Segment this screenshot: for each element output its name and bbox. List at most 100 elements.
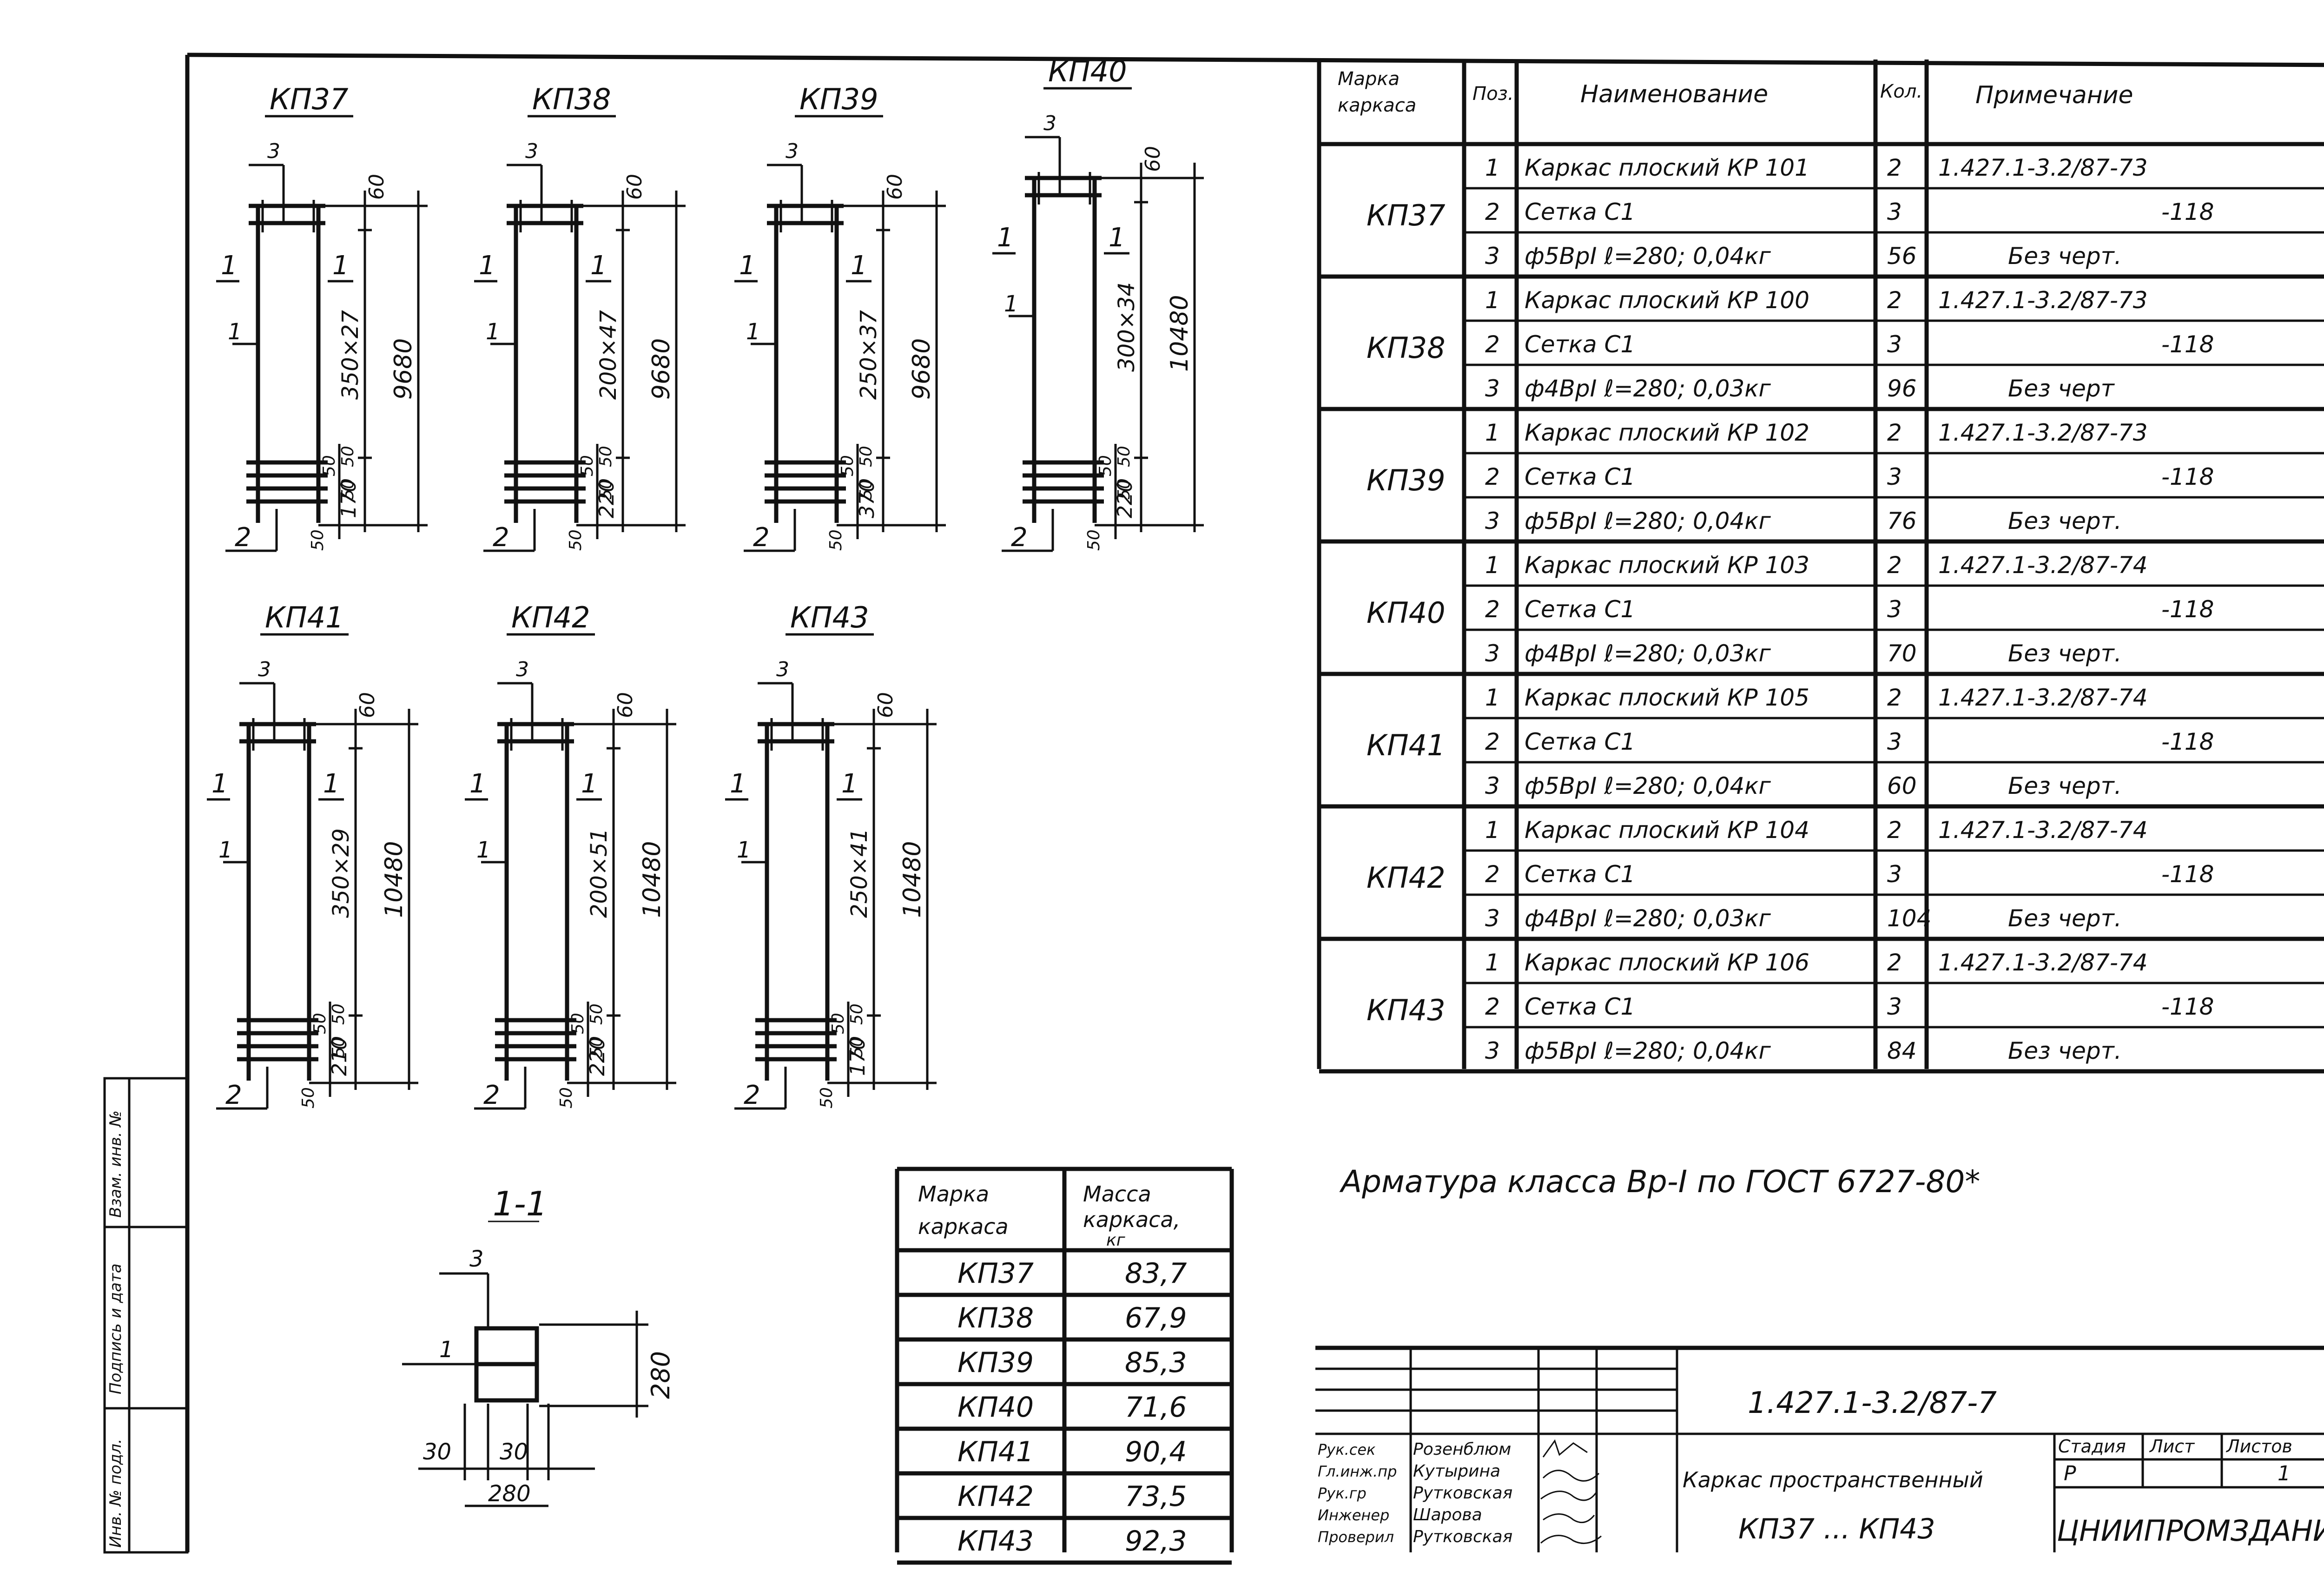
dim-total: 9680 <box>908 338 936 400</box>
stamp-name: Рутковская <box>1413 1484 1512 1503</box>
spec-row-note: 1.427.1-3.2/87-73 <box>1938 287 2148 314</box>
dim-bottom: 220 <box>595 479 619 518</box>
spec-row-qty: 2 <box>1887 419 1902 446</box>
pos-1-label: 1 <box>1004 291 1018 317</box>
dim-50: 50 <box>847 1036 866 1057</box>
dim-bottom: 170 <box>337 479 361 518</box>
frame-mark-title: КП40 <box>1048 54 1127 88</box>
dim-total: 10480 <box>1166 295 1194 372</box>
stamp-name: Розенблюм <box>1413 1440 1511 1459</box>
mass-row-mark: КП37 <box>957 1257 1034 1290</box>
spec-row-name: Каркас плоский КР 106 <box>1525 949 1809 976</box>
spec-row-pos: 2 <box>1485 198 1500 225</box>
spec-row-name: Сетка С1 <box>1525 596 1635 623</box>
spec-row-note: -118 <box>2161 728 2214 755</box>
section-height: 280 <box>646 1351 675 1399</box>
spec-group-mark: КП38 <box>1367 331 1446 365</box>
spec-row-name: Сетка С1 <box>1525 331 1635 358</box>
stamp-role: Гл.инж.пр <box>1318 1463 1397 1480</box>
spec-row-pos: 1 <box>1485 154 1500 181</box>
spec-row-pos: 1 <box>1485 552 1500 579</box>
spec-row-qty: 3 <box>1887 728 1902 755</box>
dim-top: 60 <box>365 174 389 200</box>
dim-bottom: 370 <box>855 479 879 518</box>
dim-50: 50 <box>826 529 845 551</box>
sheet-label: Лист <box>2149 1436 2195 1457</box>
stamp-role: Инженер <box>1318 1506 1389 1524</box>
pos-1-label: 1 <box>218 837 233 863</box>
dim-total: 9680 <box>390 338 417 400</box>
spec-row-name: Каркас плоский КР 105 <box>1525 684 1809 711</box>
side-inv-label: Инв. № подл. <box>106 1438 125 1548</box>
spec-header-pos: Поз. <box>1472 83 1514 105</box>
spec-row-qty: 96 <box>1887 375 1917 402</box>
organization: ЦНИИПРОМЗДАНИЙ <box>2057 1513 2324 1548</box>
pos-2-label: 2 <box>235 522 251 553</box>
dim-50: 50 <box>587 1003 606 1025</box>
section-title: 1-1 <box>493 1184 548 1223</box>
pos-1-label: 1 <box>323 769 340 799</box>
spec-header-qty: Кол. <box>1880 81 1922 102</box>
spec-row-qty: 84 <box>1887 1037 1917 1064</box>
frame-mark-title: КП39 <box>799 82 878 116</box>
dim-50: 50 <box>596 478 615 500</box>
spec-row-pos: 1 <box>1485 684 1500 711</box>
dim-top: 60 <box>883 174 907 200</box>
mass-header-unit: кг <box>1106 1231 1126 1250</box>
spec-row-qty: 60 <box>1887 772 1917 799</box>
dim-total: 10480 <box>898 841 926 918</box>
spec-row-pos: 2 <box>1485 331 1500 358</box>
side-vzam-label: Взам. инв. № <box>106 1110 125 1218</box>
pos-2-label: 2 <box>483 1080 500 1110</box>
spec-row-qty: 3 <box>1887 331 1902 358</box>
spec-header-mark: Марка <box>1338 68 1400 90</box>
dim-50: 50 <box>847 1003 866 1025</box>
dim-bottom: 170 <box>846 1037 870 1076</box>
spec-row-qty: 3 <box>1887 596 1902 623</box>
spec-row-note: Без черт. <box>2008 243 2122 270</box>
spec-row-name: Каркас плоский КР 103 <box>1525 552 1809 579</box>
spec-row-qty: 76 <box>1887 508 1917 534</box>
pos-1-label: 1 <box>228 319 242 345</box>
pos-3-label: 3 <box>516 658 529 681</box>
dim-bottom: 210 <box>328 1037 351 1076</box>
sheets-label: Листов <box>2225 1436 2292 1457</box>
spec-row-name: ф5ВрI ℓ=280; 0,04кг <box>1525 1037 1771 1064</box>
dim-spacing: 200×47 <box>595 310 621 400</box>
spec-row-name: ф4ВрI ℓ=280; 0,03кг <box>1525 640 1771 667</box>
spec-row-pos: 1 <box>1485 817 1500 844</box>
pos-3-label: 3 <box>267 139 280 163</box>
spec-row-qty: 104 <box>1887 905 1931 932</box>
spec-row-qty: 2 <box>1887 287 1902 314</box>
spec-header-mark-line2: каркаса <box>1338 95 1416 116</box>
spec-row-pos: 2 <box>1485 861 1500 888</box>
dim-50: 50 <box>829 1013 848 1034</box>
spec-row-note: 1.427.1-3.2/87-74 <box>1938 949 2148 976</box>
stamp-name: Шарова <box>1413 1505 1482 1524</box>
stamp-name: Кутырина <box>1413 1462 1500 1481</box>
dim-50: 50 <box>1096 455 1115 476</box>
pos-3-label: 3 <box>525 139 538 163</box>
spec-row-note: Без черт. <box>2008 640 2122 667</box>
spec-row-note: Без черт <box>2008 375 2115 402</box>
mass-row-mark: КП41 <box>957 1436 1034 1468</box>
stamp-role: Рук.гр <box>1318 1484 1367 1502</box>
dim-50: 50 <box>1115 446 1134 467</box>
dim-total: 10480 <box>638 841 666 918</box>
dim-spacing: 250×37 <box>856 310 882 400</box>
dim-50: 50 <box>329 1003 348 1025</box>
pos-1-label: 1 <box>730 769 746 799</box>
dim-50: 50 <box>857 446 876 467</box>
pos-1-label: 1 <box>476 837 491 863</box>
spec-row-pos: 1 <box>1485 419 1500 446</box>
spec-row-note: 1.427.1-3.2/87-73 <box>1938 419 2148 446</box>
dim-50: 50 <box>566 529 585 551</box>
dim-50: 50 <box>320 455 339 476</box>
